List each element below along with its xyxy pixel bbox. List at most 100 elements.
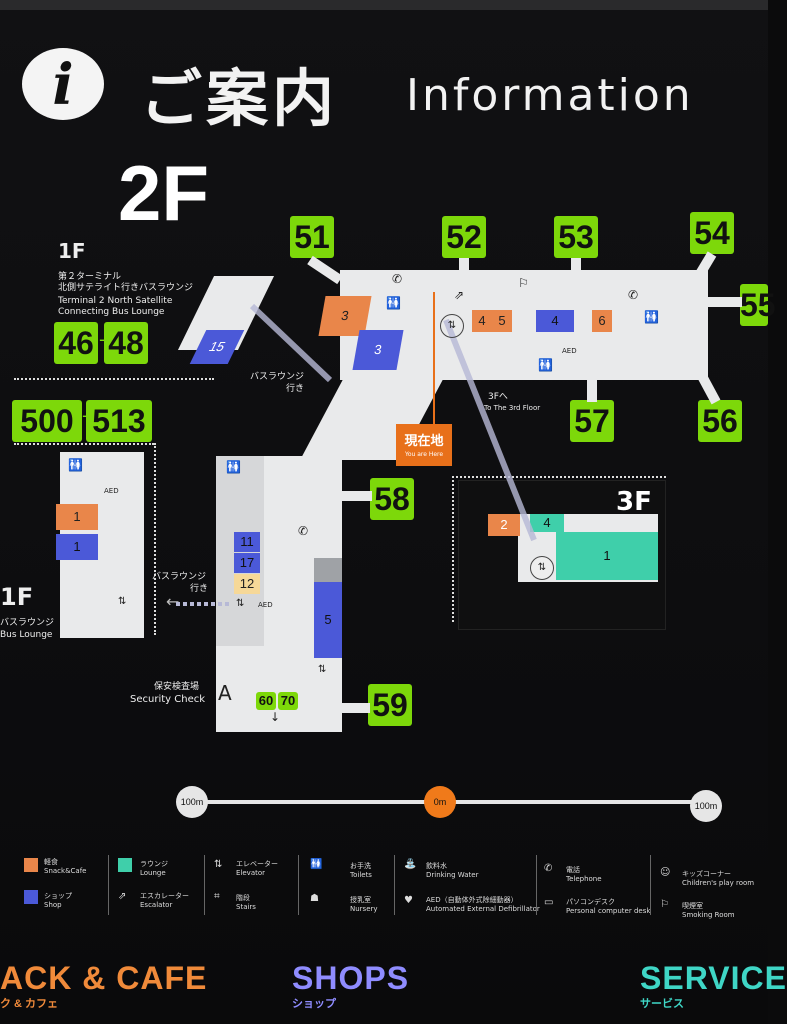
bus-lounge-direction-1-jp: バスラウンジ: [250, 372, 305, 382]
legend-escalator-en: Escalator: [140, 901, 173, 909]
legend-toilets-jp: お手洗: [350, 862, 371, 870]
kids-legend-icon: ☺: [660, 867, 671, 878]
legend-stairs-jp: 階段: [236, 894, 250, 902]
gate-60: 60: [256, 692, 276, 710]
category-shops-jp: ショップ: [292, 998, 336, 1010]
telephone-icon-2: ✆: [628, 288, 639, 302]
room-2f-5-shop: 5: [314, 582, 342, 658]
bus-lounge-north-jp1: 第２ターミナル: [58, 272, 122, 282]
bus-lounge-north-floor: 1F: [58, 239, 86, 263]
legend-nursery-jp: 授乳室: [350, 896, 371, 904]
third-floor-label: 3F: [616, 487, 652, 517]
legend-aed-jp: AED（自動体外式除細動器）: [426, 896, 518, 904]
room-2f-4-shop: 4: [536, 310, 574, 332]
legend-separator-6: [650, 855, 651, 915]
bus-lounge-north-jp2: 北側サテライト行きバスラウンジ: [58, 283, 194, 293]
legend-separator-5: [536, 855, 537, 915]
you-are-here-jp: 現在地: [404, 434, 444, 449]
legend-smoking-jp: 喫煙室: [682, 902, 703, 910]
legend-telephone-en: Telephone: [566, 875, 602, 883]
zone-label: A: [218, 681, 232, 705]
elevator-icon: ⇅: [440, 314, 464, 338]
elevator-legend-icon: ⇅: [214, 859, 223, 870]
legend-water-en: Drinking Water: [426, 871, 479, 879]
room-2f-6-snack: 6: [592, 310, 612, 332]
room-2f-11: 11: [234, 532, 260, 552]
aed-label-2: AED: [104, 487, 119, 495]
legend-separator-4: [394, 855, 395, 915]
nursery-legend-icon: ☗: [310, 893, 319, 904]
toilet-icon-2: 🚻: [644, 310, 659, 324]
elevator-icon-3f: ⇅: [530, 556, 554, 580]
legend-lounge-swatch: [118, 858, 132, 872]
legend-separator-1: [108, 855, 109, 915]
legend-elevator-en: Elevator: [236, 869, 266, 877]
gate-56: 56: [698, 400, 742, 442]
legend-escalator-jp: エスカレーター: [140, 892, 189, 900]
gate-48: 48: [104, 322, 148, 364]
category-snack-cafe-jp: ク & カフェ: [0, 998, 59, 1010]
legend-kids-en: Children's play room: [682, 879, 755, 887]
category-service-en: SERVICE: [640, 960, 787, 996]
title-english: Information: [406, 70, 694, 121]
legend-nursery-en: Nursery: [350, 905, 378, 913]
floor-label: 2F: [118, 149, 210, 237]
scale-right: 100m: [690, 790, 722, 822]
bus-lounge-direction-2-suffix: 行き: [190, 584, 209, 594]
room-2f-grey: [314, 558, 342, 582]
legend-lounge-en: Lounge: [140, 869, 166, 877]
boundary-line-2: [14, 443, 154, 445]
elevator-icon-3: ⇅: [318, 664, 327, 675]
gate-57: 57: [570, 400, 614, 442]
gate-500: 500: [12, 400, 82, 442]
scale-left: 100m: [176, 786, 208, 818]
room-3f-2: 2: [488, 514, 520, 536]
aed-legend-icon: ♥: [404, 895, 413, 906]
toilet-icon-3: 🚻: [538, 358, 553, 372]
category-snack-cafe-en: ACK & CAFE: [0, 960, 208, 996]
room-2f-west-1-shop: 1: [56, 534, 98, 560]
to-3f-suffix: へ: [498, 392, 508, 402]
category-service-jp: サービス: [640, 998, 684, 1010]
toilet-legend-icon: 🚻: [310, 859, 323, 870]
legend-lounge-jp: ラウンジ: [140, 860, 168, 868]
boundary-3f: [452, 476, 666, 478]
bus-lounge-west-jp: バスラウンジ: [0, 618, 55, 628]
drinking-water-legend-icon: ⛲: [404, 859, 417, 870]
gate-46: 46: [54, 322, 98, 364]
telephone-icon: ✆: [392, 272, 403, 286]
legend-snack-swatch: [24, 858, 38, 872]
legend-computer-jp: パソコンデスク: [566, 898, 615, 906]
stairs-legend-icon: ⌗: [214, 891, 220, 902]
legend-telephone-jp: 電話: [566, 866, 580, 874]
bus-lounge-west-en: Bus Lounge: [0, 630, 53, 640]
gate-53: 53: [554, 216, 598, 258]
sign-frame-top: [0, 0, 768, 10]
legend-shop-swatch: [24, 890, 38, 904]
legend-kids-jp: キッズコーナー: [682, 870, 731, 878]
legend-toilets-en: Toilets: [350, 871, 372, 879]
you-are-here-en: You are Here: [404, 451, 444, 458]
gate-513: 513: [86, 400, 152, 442]
gate-arrow-down-icon: ↓: [270, 710, 281, 724]
escalator-icon: ⇗: [454, 288, 465, 302]
bus-lounge-direction-1-suffix: 行き: [286, 384, 305, 394]
bus-lounge-west-floor: 1F: [0, 583, 34, 611]
toilet-icon-5: 🚻: [226, 460, 241, 474]
smoking-room-icon: ⚐: [518, 276, 529, 290]
gate-52: 52: [442, 216, 486, 258]
category-shops-en: SHOPS: [292, 960, 410, 996]
legend-computer-en: Personal computer desk: [566, 907, 651, 915]
room-3f-1: 1: [556, 532, 658, 580]
room-2f-12: 12: [234, 574, 260, 594]
room-2f-17: 17: [234, 553, 260, 573]
boundary-line-3: [154, 443, 156, 635]
room-2f-west-1-snack: 1: [56, 504, 98, 530]
